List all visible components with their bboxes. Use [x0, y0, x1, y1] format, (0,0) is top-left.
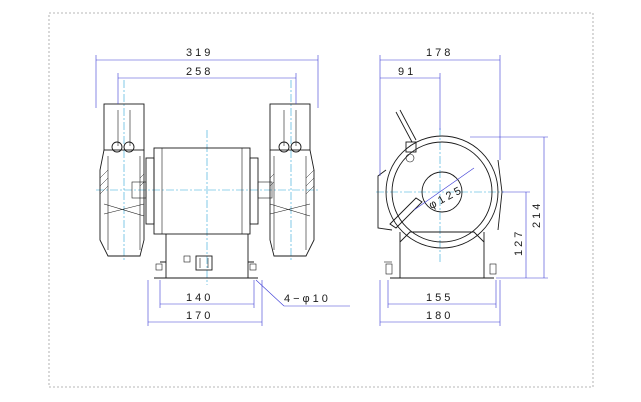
dim-base-hole-pitch-side: 155: [426, 292, 453, 304]
dim-center-height: 127: [513, 229, 525, 256]
dim-overall-depth: 178: [426, 47, 453, 59]
dim-wheel-diameter: φ125: [427, 184, 466, 212]
hole-callout: 4−φ10: [284, 293, 331, 305]
dim-overall-height: 214: [531, 201, 543, 228]
dim-base-hole-pitch-front: 140: [186, 292, 213, 304]
side-view: φ125 178 91 155 180 127 214: [376, 47, 548, 326]
dim-wheel-center-offset: 91: [398, 66, 416, 78]
dim-base-width-front: 170: [186, 310, 213, 322]
dim-wheel-center-distance: 258: [186, 66, 213, 78]
drawing-frame: [48, 12, 594, 388]
front-view: 319 258 140 170 4−φ10: [95, 47, 350, 326]
dim-overall-width: 319: [186, 47, 213, 59]
dim-base-depth: 180: [426, 310, 453, 322]
